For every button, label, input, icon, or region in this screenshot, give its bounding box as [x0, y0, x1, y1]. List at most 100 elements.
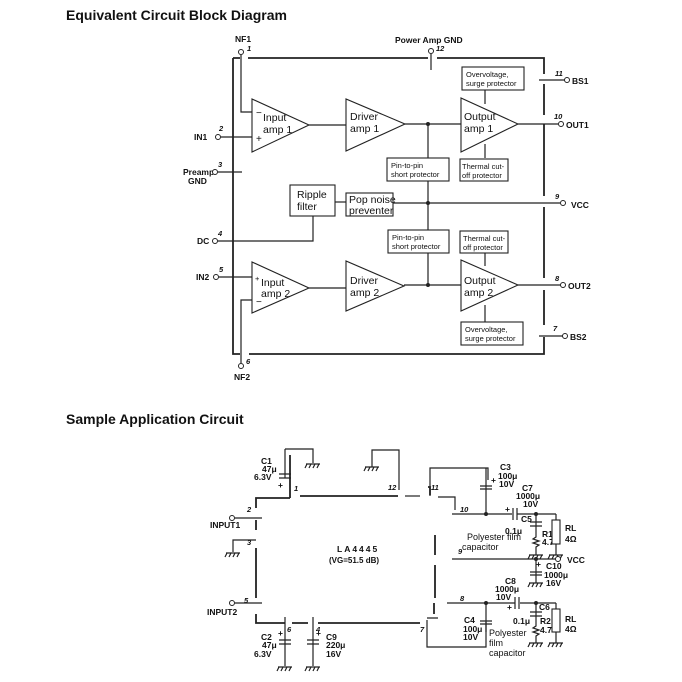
label: 5: [244, 596, 249, 605]
label: RL: [565, 523, 576, 533]
ground-icon: [527, 554, 543, 560]
label: 0.1μ: [505, 526, 522, 536]
label: 6: [246, 357, 251, 366]
label: 4: [217, 229, 223, 238]
pin-preamp-gnd[interactable]: Preamp GND 3: [183, 160, 242, 186]
label: 4Ω: [565, 624, 577, 634]
label: 8: [460, 594, 465, 603]
label: 11: [431, 483, 439, 492]
input1-terminal[interactable]: INPUT1: [210, 515, 262, 531]
label: C4: [464, 615, 475, 625]
pin-vcc[interactable]: 9 VCC: [429, 192, 589, 210]
vcc-terminal[interactable]: VCC: [555, 555, 585, 565]
label: INPUT2: [207, 607, 238, 617]
pin-bs2[interactable]: 7 BS2: [539, 324, 587, 342]
label: amp 2: [464, 287, 493, 299]
film-capacitor-note-2: Polyester: [489, 628, 527, 638]
ic-outline: [232, 57, 545, 355]
input2-terminal[interactable]: INPUT2: [207, 600, 262, 618]
label: −: [256, 108, 262, 119]
label: 12: [388, 483, 397, 492]
label: R1: [542, 529, 553, 539]
label: BS1: [572, 76, 589, 86]
thermal-protector-2: Thermal cut- off protector: [459, 230, 509, 254]
label: OUT1: [566, 120, 589, 130]
label: C9: [326, 632, 337, 642]
label: IN1: [194, 132, 208, 142]
label: Power Amp GND: [395, 35, 463, 45]
pin-out2[interactable]: 8 OUT2: [518, 274, 591, 291]
wire: [232, 539, 256, 552]
pin-nf2[interactable]: 6 NF2: [234, 299, 254, 382]
label: 10: [554, 112, 563, 121]
junction: [426, 283, 430, 287]
label: NF2: [234, 372, 250, 382]
label: Thermal cut-: [463, 234, 506, 243]
label: 11: [555, 69, 563, 78]
label: amp 2: [261, 288, 290, 300]
label: Input: [263, 112, 286, 124]
junction: [426, 201, 430, 205]
label: C6: [539, 602, 550, 612]
ground-icon: [304, 463, 320, 469]
label: +: [278, 628, 283, 638]
label: +: [536, 559, 541, 569]
label: +: [507, 602, 512, 612]
ripple-filter: Ripple filter: [289, 184, 336, 217]
ground-icon: [547, 642, 563, 648]
wire: [429, 467, 489, 496]
label: 10: [460, 505, 469, 514]
ground-icon: [363, 466, 379, 472]
resistor-r2: R2 4.7: [531, 616, 552, 643]
label: R2: [540, 616, 551, 626]
label: Output: [464, 111, 496, 123]
load-resistor-rl1: RL 4Ω: [551, 514, 577, 555]
label: 3: [218, 160, 223, 169]
label: Input: [261, 277, 284, 289]
label: 47μ: [262, 464, 277, 474]
pin-in1[interactable]: IN1 2: [194, 124, 254, 142]
label: +: [256, 134, 262, 145]
label: 4: [315, 625, 321, 634]
label: 0.1μ: [513, 616, 530, 626]
pin-out1[interactable]: 10 OUT1: [518, 112, 589, 130]
pin-nf1[interactable]: NF1 1: [235, 34, 254, 113]
pin-power-amp-gnd[interactable]: Power Amp GND 12: [395, 35, 463, 70]
label: C2: [261, 632, 272, 642]
label: Thermal cut-: [462, 162, 505, 171]
pin-dc[interactable]: DC 4: [197, 216, 314, 246]
label: 4.7: [542, 537, 554, 547]
label: 1000μ: [495, 584, 519, 594]
label: 6: [287, 625, 292, 634]
output-amp-2: Output amp 2: [460, 259, 520, 312]
ic-gain: (VG=51.5 dB): [329, 556, 379, 565]
film-capacitor-note-1b: capacitor: [462, 542, 499, 552]
ground-icon: [276, 666, 292, 672]
label: VCC: [567, 555, 585, 565]
label: 16V: [326, 649, 341, 659]
label: 100μ: [463, 624, 482, 634]
ground-icon: [547, 554, 563, 560]
label: 1000μ: [516, 491, 540, 501]
label: Driver: [350, 111, 379, 123]
capacitor-c2: C2 47μ 6.3V +: [254, 617, 291, 666]
label: 47μ: [262, 640, 277, 650]
overvoltage-protector-1: Overvoltage, surge protector: [461, 66, 525, 91]
label: 1: [247, 44, 251, 53]
label: C5: [521, 514, 532, 524]
capacitor-c8: C8 1000μ 10V +: [495, 576, 520, 612]
capacitor-c4: C4 100μ 10V: [463, 603, 492, 642]
film-capacitor-note-2c: capacitor: [489, 648, 526, 658]
block-diagram-title: Equivalent Circuit Block Diagram: [66, 7, 287, 23]
pin-in2[interactable]: IN2 5: [196, 265, 254, 282]
label: 6.3V: [254, 472, 272, 482]
label: amp 1: [263, 124, 292, 136]
wire: [426, 617, 487, 648]
capacitor-c7: C7 1000μ 10V +: [505, 483, 540, 520]
label: Overvoltage,: [466, 70, 509, 79]
resistor-r1: R1 4.7: [531, 529, 554, 555]
pin-bs1[interactable]: 11 BS1: [539, 69, 589, 86]
label: 10V: [463, 632, 478, 642]
